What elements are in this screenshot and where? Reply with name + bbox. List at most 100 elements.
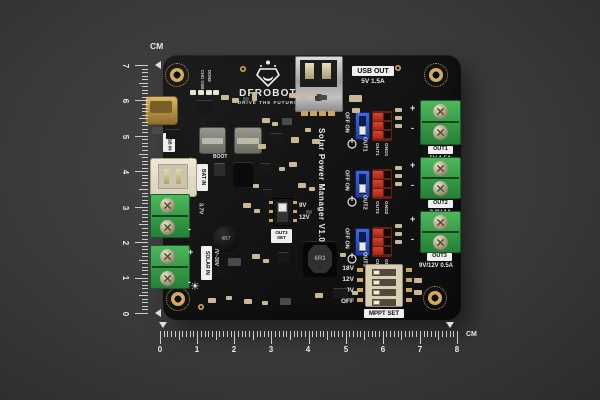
push-terminal — [372, 227, 392, 257]
smd-component — [289, 162, 297, 167]
ruler-tick — [135, 206, 148, 208]
smd-component — [312, 139, 320, 144]
solder-pad — [301, 111, 308, 116]
terminal-screw — [433, 181, 448, 196]
ruler-tick — [142, 284, 148, 286]
ruler-tick — [142, 146, 148, 148]
via — [240, 66, 246, 72]
ruler-unit-label: CM — [150, 41, 164, 51]
ruler-tick — [401, 331, 403, 340]
terminal-divider — [422, 121, 459, 123]
smd-component — [263, 259, 269, 263]
smd-component — [395, 232, 402, 236]
smd-component — [395, 224, 402, 228]
ruler-tick — [293, 331, 295, 337]
mppt-row-label: 12V — [342, 276, 354, 283]
terminal-screw — [160, 220, 175, 235]
inductor — [234, 127, 262, 154]
ruler-tick — [142, 164, 148, 166]
ruler-tick — [142, 238, 148, 240]
solder-pad — [357, 288, 363, 292]
ruler-tick — [142, 86, 148, 88]
ruler-tick — [200, 331, 202, 337]
done-led-label: DONE — [207, 70, 213, 83]
pin — [269, 210, 273, 213]
onoff-label: OFF ON — [343, 112, 350, 133]
ruler-tick — [142, 79, 148, 81]
minus-mark: - — [411, 234, 414, 244]
ruler-tick — [142, 128, 148, 130]
ruler-tick — [142, 111, 148, 113]
ruler-tick — [139, 153, 148, 155]
ruler-tick — [182, 331, 184, 337]
terminal-screw — [433, 215, 448, 230]
smd-component — [282, 118, 292, 125]
ruler-tick — [142, 235, 148, 237]
pin — [293, 201, 297, 204]
smd-component — [340, 253, 346, 257]
ruler-number: 3 — [121, 205, 130, 211]
inductor — [199, 127, 226, 154]
ruler-tick — [278, 331, 280, 337]
smd-component — [306, 210, 312, 214]
ruler-tick — [142, 174, 148, 176]
terminal-divider — [152, 266, 188, 268]
ruler-tick — [438, 331, 440, 340]
solder-pad — [357, 298, 363, 302]
ruler-tick — [142, 157, 148, 159]
ruler-tick — [142, 210, 148, 212]
mounting-hole — [423, 286, 447, 310]
ruler-tick — [434, 331, 436, 337]
mounting-hole — [166, 287, 190, 311]
mppt-row-label: OFF — [341, 298, 354, 305]
ruler-tick — [142, 213, 148, 215]
output-terminal-label: OUT2 — [428, 200, 453, 208]
power-icon — [347, 253, 357, 264]
ruler-tick — [135, 277, 148, 279]
output-power-label: OUT2 — [361, 195, 368, 210]
ruler-tick — [142, 305, 148, 307]
output-power-label: OUT3 — [361, 252, 368, 267]
solder-pad — [406, 278, 412, 282]
terminal-divider — [152, 215, 188, 217]
ruler-tick — [275, 331, 277, 337]
smd-component — [305, 128, 311, 132]
smd-component — [190, 90, 196, 95]
minus-mark: - — [188, 224, 191, 234]
ruler-tick — [453, 331, 455, 337]
smd-component — [244, 299, 252, 304]
ruler-tick — [139, 82, 148, 84]
smd-component — [250, 139, 256, 143]
power-icon — [347, 138, 357, 149]
ruler-tick — [142, 291, 148, 293]
ruler-tick — [142, 266, 148, 268]
ruler-tick — [139, 295, 148, 297]
usb-out-label: USB OUT — [352, 66, 394, 76]
pin — [293, 219, 297, 222]
smd-component — [221, 95, 229, 100]
ruler-tick — [142, 263, 148, 265]
smd-component — [300, 94, 307, 99]
ruler-tick — [139, 118, 148, 120]
ruler-number: 8 — [454, 345, 460, 354]
output-power-label: OUT1 — [361, 137, 368, 152]
ruler-tick — [375, 331, 377, 337]
out3-set-option-9v: 9V — [299, 203, 307, 209]
smd-component — [270, 133, 283, 145]
ruler-tick — [139, 259, 148, 261]
terminal-screw — [433, 235, 448, 250]
ruler-tick — [457, 331, 458, 344]
output-terminal-label: OUT3 — [427, 253, 452, 261]
smd-component — [228, 258, 241, 266]
terminal-screw — [433, 125, 448, 140]
ruler-tick — [345, 331, 347, 344]
ruler-tick — [416, 331, 418, 337]
solder-pad — [357, 268, 363, 272]
onoff-label: OFF ON — [343, 170, 350, 191]
solder-pad — [328, 111, 335, 116]
ruler-tick — [364, 331, 366, 340]
smd-component — [253, 184, 259, 188]
ruler-tick — [249, 331, 251, 337]
smd-component — [414, 278, 422, 283]
